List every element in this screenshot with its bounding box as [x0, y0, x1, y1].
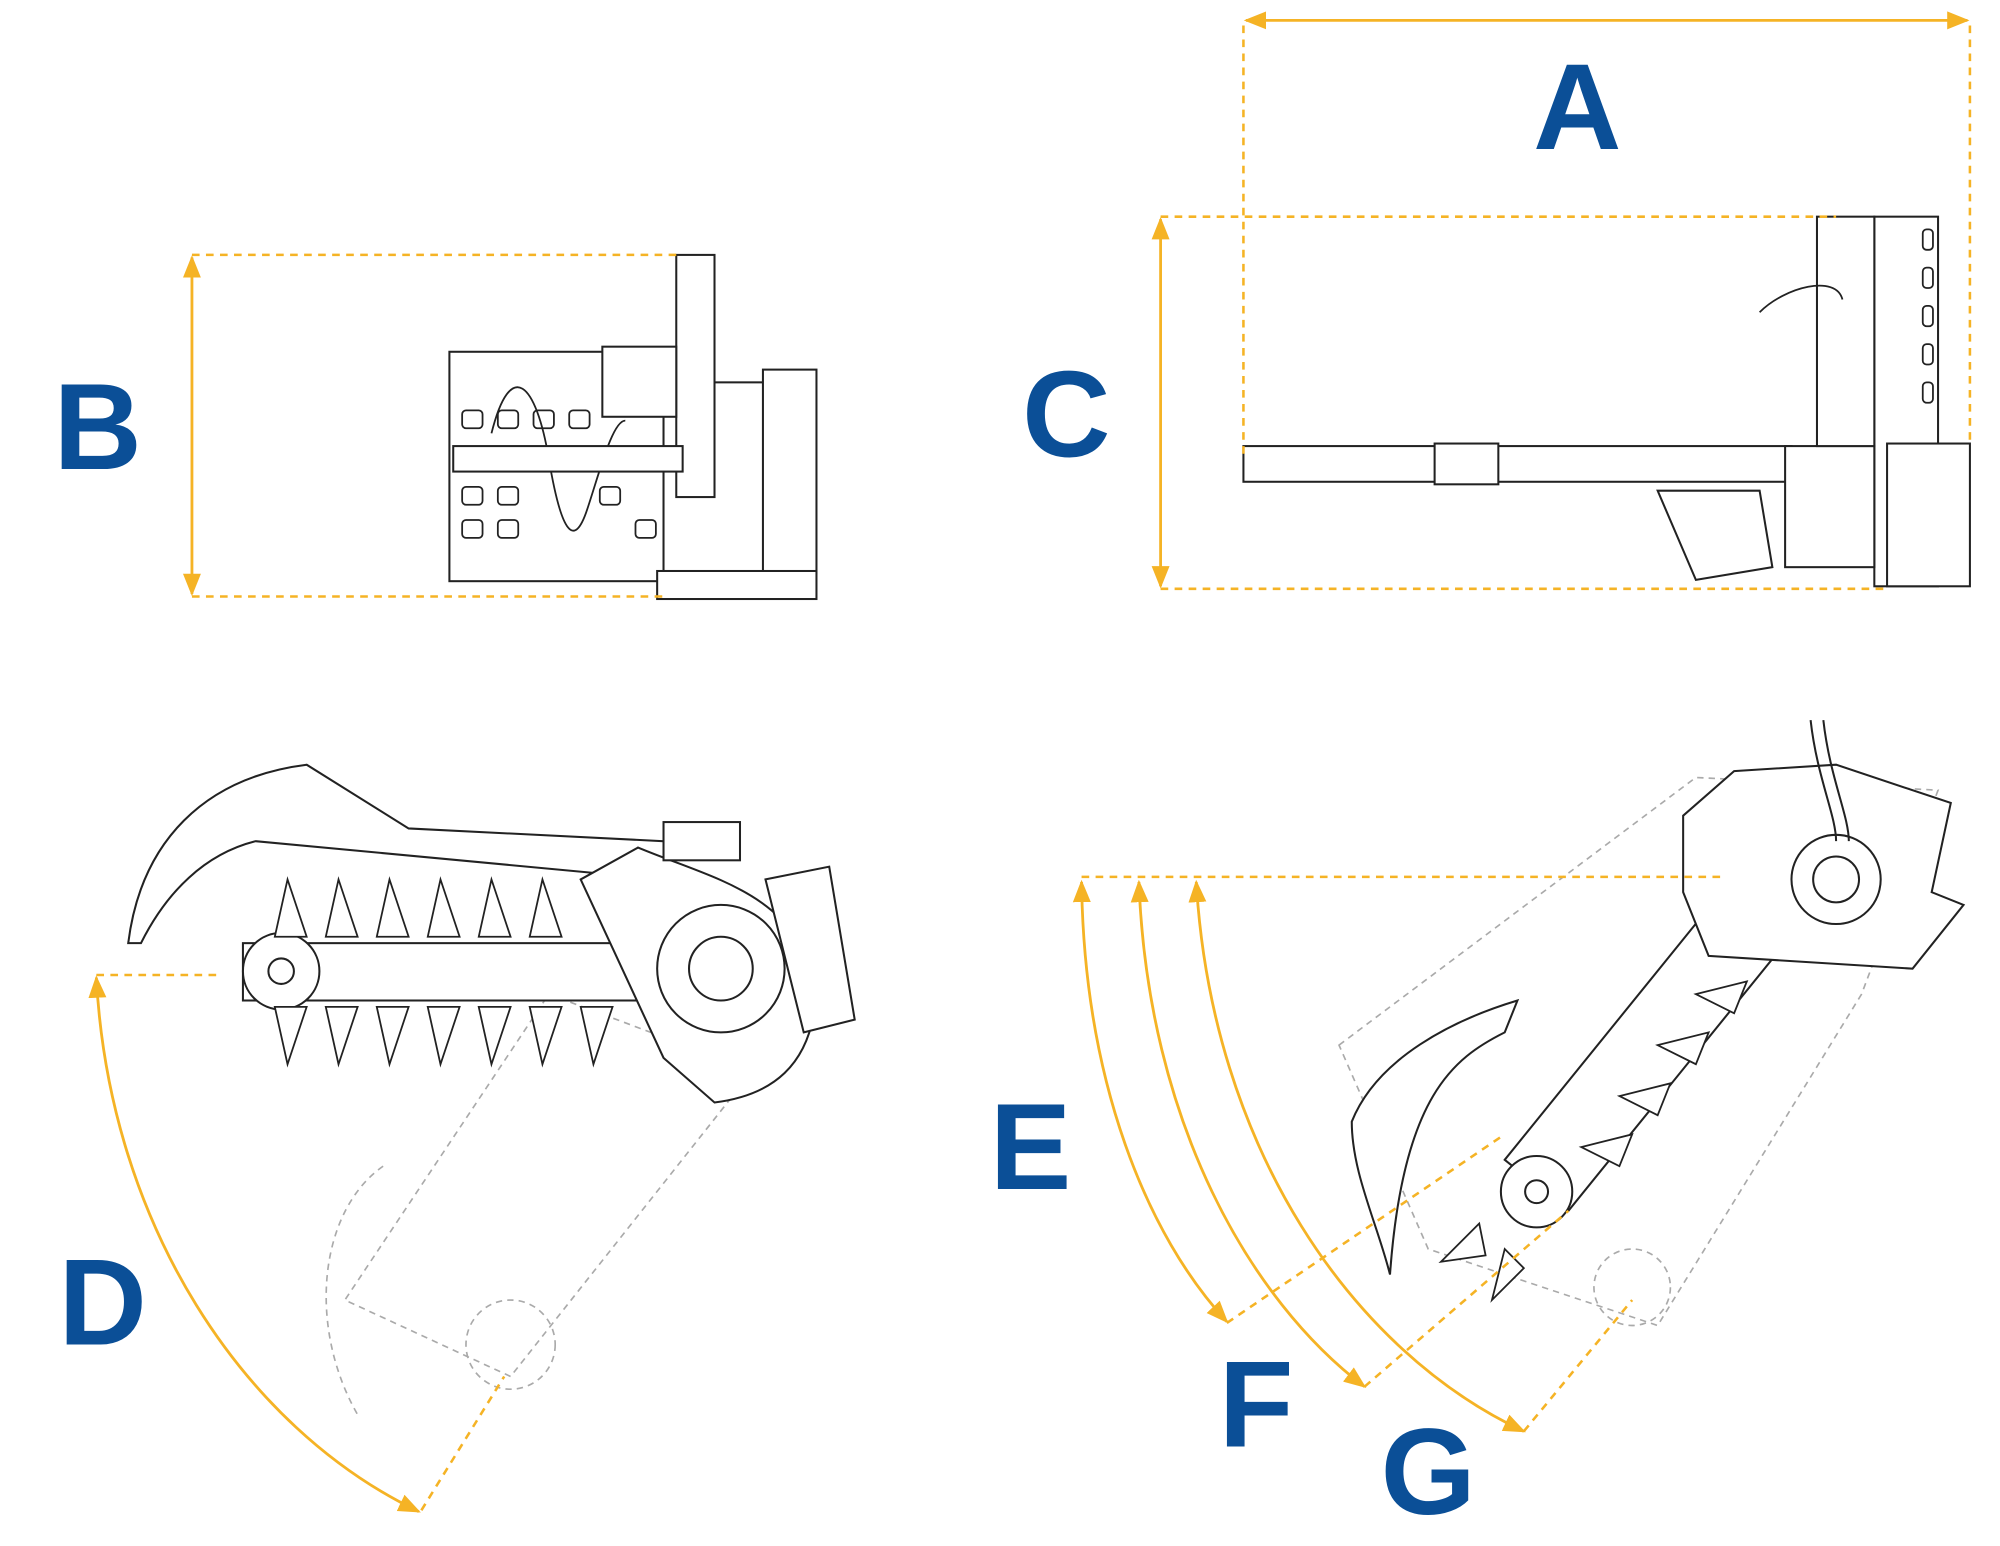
side-view-drawing [448, 253, 818, 601]
trencher-side-drawing [127, 763, 856, 1416]
trencher-angled-drawing [1338, 719, 1966, 1327]
dimension-efg [1072, 875, 1722, 1433]
dimension-b [182, 253, 677, 598]
dimension-d [88, 973, 506, 1513]
dimension-a [1242, 11, 1972, 459]
label-c: C [1022, 345, 1110, 482]
label-b: B [53, 358, 141, 495]
label-e: E [990, 1078, 1072, 1215]
dimension-c [1151, 215, 1888, 591]
label-f: F [1219, 1336, 1294, 1473]
label-g: G [1381, 1403, 1476, 1540]
top-view-drawing [1242, 215, 1971, 588]
label-d: D [59, 1234, 147, 1371]
label-a: A [1533, 38, 1621, 175]
